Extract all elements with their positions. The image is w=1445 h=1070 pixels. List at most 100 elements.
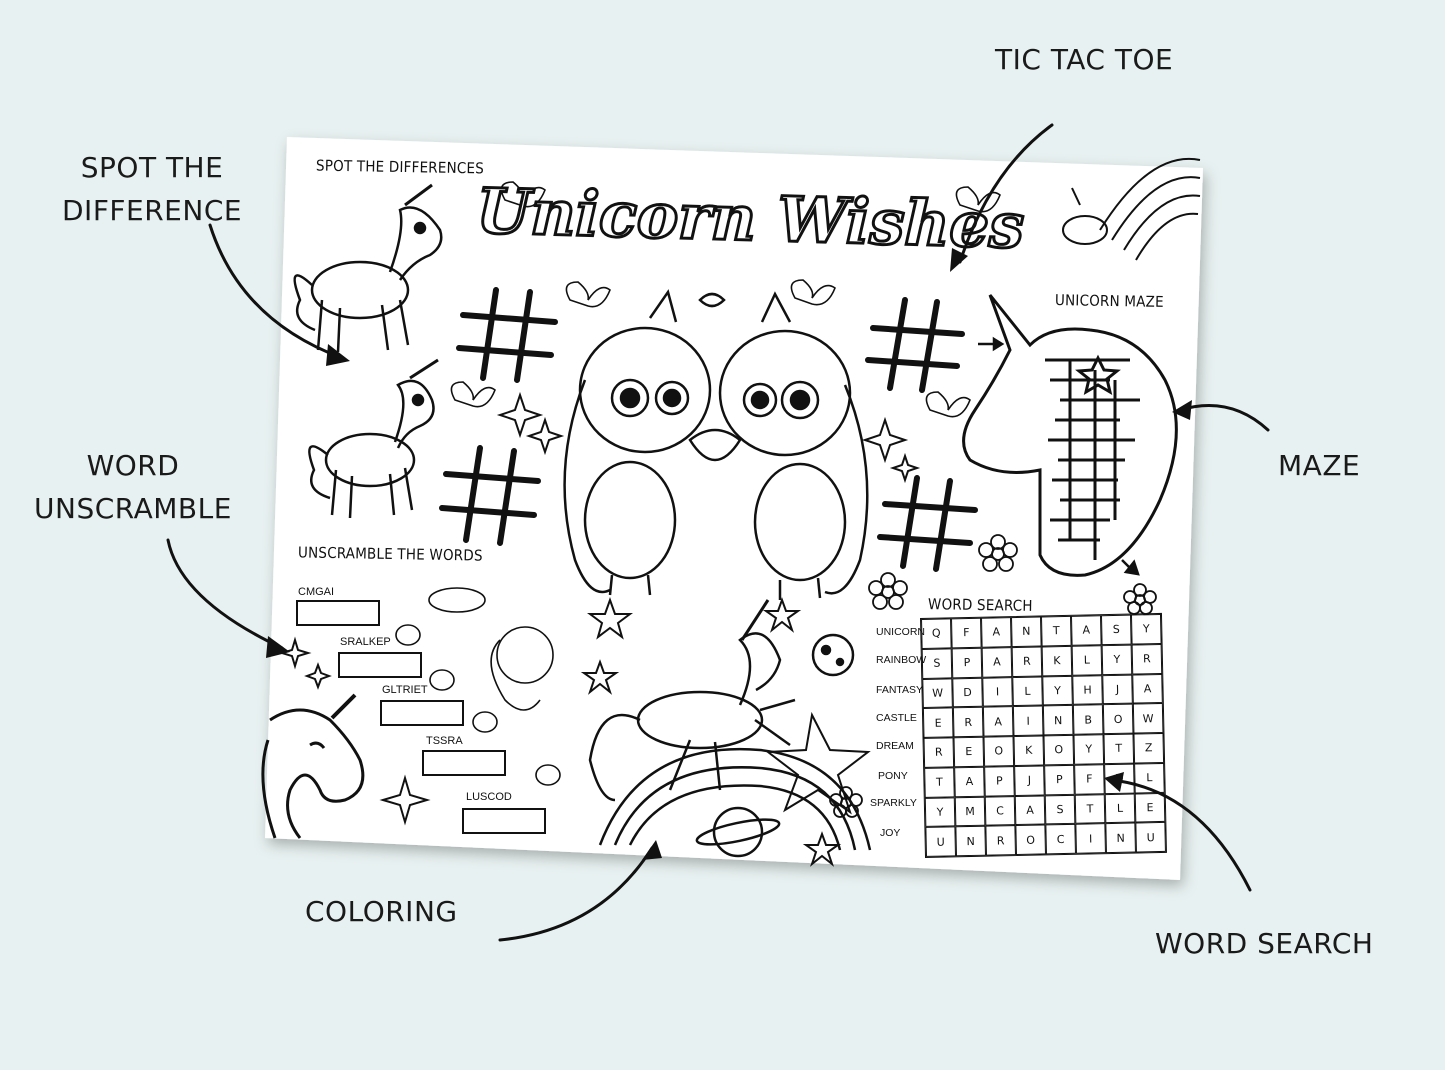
- word-search-cell[interactable]: L: [1012, 675, 1043, 707]
- word-search-cell[interactable]: N: [1042, 705, 1074, 736]
- word-search-cell[interactable]: C: [1045, 824, 1076, 855]
- word-search-cell[interactable]: S: [921, 648, 953, 679]
- word-search-cell[interactable]: H: [1072, 674, 1103, 706]
- word-search-cell[interactable]: L: [1104, 793, 1136, 824]
- word-search-cell[interactable]: W: [922, 677, 953, 709]
- callout-word-line2: UNSCRAMBLE: [34, 491, 232, 525]
- maze-heading: UNICORN MAZE: [1054, 291, 1164, 311]
- word-search-cell[interactable]: J: [1014, 765, 1045, 796]
- word-search-cell[interactable]: N: [955, 825, 986, 857]
- word-search-cell[interactable]: C: [984, 795, 1016, 826]
- callout-word-unscramble: WORD UNSCRAMBLE: [34, 444, 232, 532]
- word-search-cell[interactable]: Y: [924, 796, 956, 828]
- paper-sheet: [265, 137, 1203, 880]
- word-search-cell[interactable]: U: [925, 826, 956, 857]
- word-search-cell[interactable]: R: [1011, 646, 1043, 677]
- word-search-cell[interactable]: Z: [1133, 732, 1165, 764]
- callout-word-search: WORD SEARCH: [1155, 927, 1374, 960]
- word-search-cell[interactable]: P: [984, 765, 1015, 797]
- word-search-word: SPARKLY: [870, 797, 917, 809]
- word-search-cell[interactable]: O: [1102, 703, 1134, 735]
- word-search-cell[interactable]: L: [1134, 762, 1165, 794]
- word-search-cell[interactable]: D: [952, 677, 983, 708]
- word-search-word: DREAM: [876, 740, 914, 752]
- word-search-cell[interactable]: L: [1071, 644, 1103, 676]
- word-search-cell[interactable]: E: [953, 736, 985, 768]
- unicorn-maze: [962, 294, 1178, 577]
- scramble-word: SRALKEP: [340, 636, 391, 648]
- word-search-cell[interactable]: T: [1040, 615, 1072, 647]
- scramble-word: GLTRIET: [382, 684, 428, 696]
- sheet-title: Unicorn Wishes: [474, 178, 1026, 264]
- word-search-cell[interactable]: T: [1074, 793, 1106, 825]
- scramble-word: CMGAI: [298, 586, 335, 598]
- word-search-cell[interactable]: F: [951, 617, 982, 649]
- spot-unicorn-bottom: [308, 358, 439, 519]
- word-search-heading: WORD SEARCH: [927, 595, 1033, 615]
- callout-tic-tac-toe: TIC TAC TOE: [995, 43, 1174, 76]
- callout-coloring: COLORING: [305, 895, 458, 928]
- word-search-cell[interactable]: O: [983, 736, 1015, 767]
- word-search-cell[interactable]: A: [1014, 794, 1046, 826]
- word-search-cell[interactable]: A: [981, 617, 1012, 648]
- word-search-cell[interactable]: R: [1131, 643, 1163, 675]
- word-search-cell[interactable]: D: [1104, 763, 1135, 794]
- word-search-cell[interactable]: P: [1044, 764, 1075, 795]
- scramble-answer-box[interactable]: [422, 750, 506, 776]
- word-search-cell[interactable]: Y: [1130, 613, 1162, 645]
- word-search-cell[interactable]: Y: [1073, 734, 1105, 765]
- word-search-cell[interactable]: K: [1041, 645, 1073, 676]
- callout-spot-the-difference: SPOT THE DIFFERENCE: [62, 146, 242, 234]
- callout-spot-line2: DIFFERENCE: [62, 193, 243, 227]
- scramble-word: LUSCOD: [466, 791, 512, 803]
- word-search-cell[interactable]: I: [1012, 705, 1044, 737]
- word-search-cell[interactable]: S: [1100, 614, 1132, 645]
- word-search-cell[interactable]: R: [952, 706, 984, 738]
- word-search-cell[interactable]: B: [1072, 704, 1104, 735]
- word-search-cell[interactable]: F: [1074, 763, 1105, 795]
- word-search-cell[interactable]: Y: [1101, 644, 1133, 675]
- rainbow-corner: [1062, 157, 1201, 261]
- word-search-cell[interactable]: K: [1013, 735, 1045, 766]
- word-search-cell[interactable]: I: [1075, 823, 1106, 854]
- scramble-word: TSSRA: [426, 735, 463, 747]
- word-search-word: RAINBOW: [876, 654, 927, 666]
- word-search-cell[interactable]: N: [1105, 822, 1136, 854]
- word-search-cell[interactable]: E: [922, 707, 954, 738]
- word-search-cell[interactable]: P: [951, 647, 983, 678]
- word-search-cell[interactable]: O: [1015, 824, 1046, 856]
- word-search-cell[interactable]: A: [981, 646, 1013, 678]
- word-search-cell[interactable]: U: [1135, 822, 1166, 853]
- small-unicorn-decorations: [395, 587, 561, 786]
- tic-tac-toe-grid-1: [456, 287, 558, 383]
- word-search-word: CASTLE: [876, 712, 917, 724]
- word-search-cell[interactable]: R: [985, 825, 1016, 856]
- word-search-cell[interactable]: J: [1102, 674, 1133, 705]
- callout-maze: MAZE: [1278, 449, 1361, 482]
- scramble-answer-box[interactable]: [296, 600, 380, 626]
- word-search-cell[interactable]: A: [1070, 615, 1102, 646]
- word-search-cell[interactable]: E: [1134, 792, 1166, 823]
- word-search-cell[interactable]: W: [1132, 703, 1164, 734]
- word-search-cell[interactable]: S: [1044, 794, 1076, 825]
- word-search-cell[interactable]: R: [923, 737, 955, 768]
- word-search-cell[interactable]: A: [1132, 673, 1163, 704]
- word-search-cell[interactable]: Q: [921, 618, 952, 649]
- word-search-cell[interactable]: I: [982, 676, 1013, 707]
- scramble-answer-box[interactable]: [462, 808, 546, 834]
- word-search-cell[interactable]: T: [924, 767, 955, 798]
- word-search-cell[interactable]: M: [954, 796, 986, 827]
- tic-tac-toe-grid-4: [877, 475, 978, 572]
- word-search-cell[interactable]: A: [982, 706, 1014, 737]
- word-search-word: PONY: [878, 770, 908, 782]
- word-search-cell[interactable]: O: [1043, 734, 1075, 766]
- word-search-cell[interactable]: A: [954, 766, 985, 797]
- word-search-cell[interactable]: N: [1011, 616, 1042, 647]
- word-search-cell[interactable]: T: [1103, 733, 1135, 764]
- scramble-answer-box[interactable]: [338, 652, 422, 678]
- word-search-cell[interactable]: Y: [1042, 675, 1073, 706]
- scramble-answer-box[interactable]: [380, 700, 464, 726]
- maze-entry-arrows: [978, 336, 1140, 576]
